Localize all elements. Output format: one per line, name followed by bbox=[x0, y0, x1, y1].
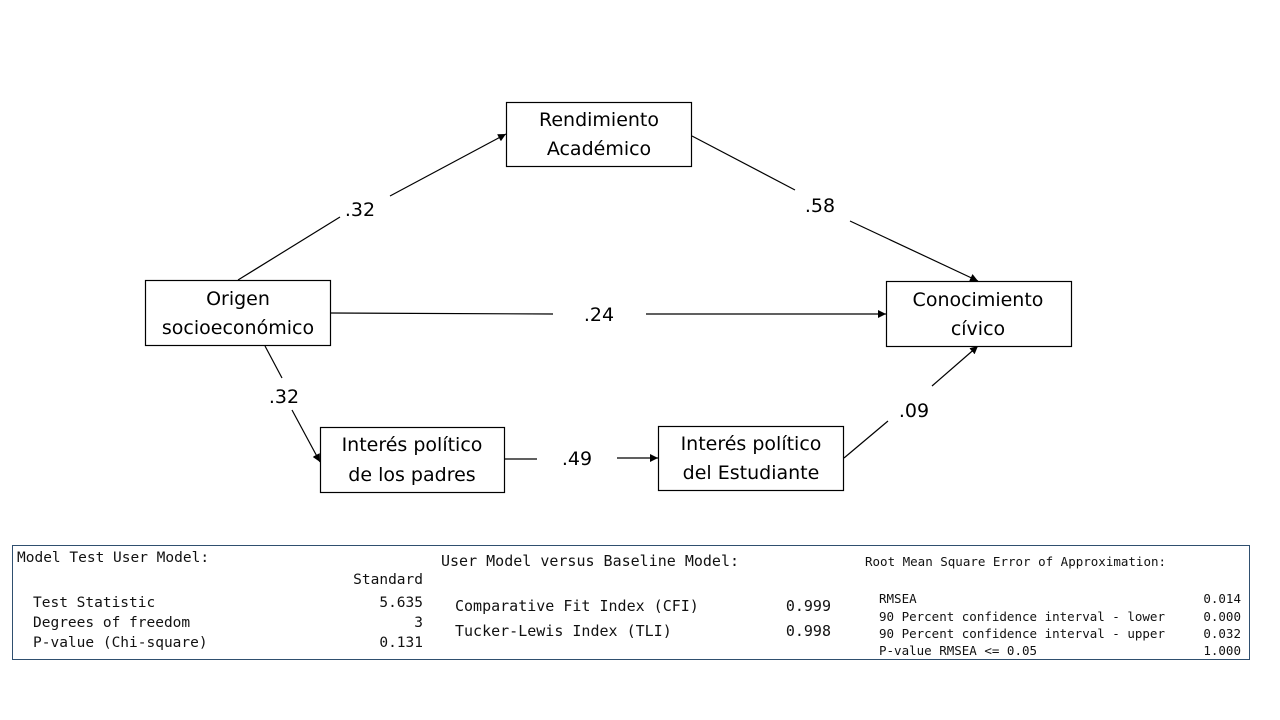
edge-label-rendimiento-conocimiento: .58 bbox=[805, 195, 835, 217]
row-label: Tucker-Lewis Index (TLI) bbox=[455, 622, 672, 640]
baseline-section: User Model versus Baseline Model: Compar… bbox=[441, 552, 831, 652]
row-value: 0.014 bbox=[1203, 591, 1241, 606]
baseline-title: User Model versus Baseline Model: bbox=[441, 552, 740, 570]
row-label: Comparative Fit Index (CFI) bbox=[455, 597, 699, 615]
row-label: 90 Percent confidence interval - upper bbox=[879, 626, 1165, 641]
edge-label-estudiante-conocimiento: .09 bbox=[899, 400, 929, 422]
edge-padres-estudiante: .49 bbox=[505, 448, 658, 470]
model-fit-output: Model Test User Model: Standard Test Sta… bbox=[12, 545, 1250, 660]
row-label: Degrees of freedom bbox=[33, 615, 191, 631]
row-label: 90 Percent confidence interval - lower bbox=[879, 609, 1165, 624]
node-origen-line-1: Origen bbox=[206, 288, 270, 310]
node-estudiante: Interés político del Estudiante bbox=[657, 425, 845, 492]
node-padres-line-1: Interés político bbox=[342, 434, 483, 456]
row-value: 0.999 bbox=[785, 597, 831, 615]
node-rendimiento-line-2: Académico bbox=[547, 138, 651, 160]
node-conocimiento-line-1: Conocimiento bbox=[913, 289, 1044, 311]
row-label: P-value (Chi-square) bbox=[33, 635, 208, 651]
row-label: P-value RMSEA <= 0.05 bbox=[879, 643, 1038, 658]
row-value: 0.998 bbox=[785, 622, 831, 640]
row-value: 3 bbox=[414, 615, 423, 631]
edge-label-origen-conocimiento: .24 bbox=[584, 304, 614, 326]
row-label: RMSEA bbox=[879, 591, 917, 606]
row-value: 0.032 bbox=[1203, 626, 1241, 641]
edge-label-origen-rendimiento: .32 bbox=[345, 199, 375, 221]
edge-origen-rendimiento: .32 bbox=[237, 133, 507, 281]
edge-origen-padres: .32 bbox=[264, 345, 321, 463]
row-value: 0.000 bbox=[1203, 609, 1241, 624]
node-origen-line-2: socioeconómico bbox=[162, 317, 314, 339]
row-value: 1.000 bbox=[1203, 643, 1241, 658]
edge-label-padres-estudiante: .49 bbox=[562, 448, 592, 470]
node-estudiante-line-1: Interés político bbox=[681, 433, 822, 455]
row-value: 5.635 bbox=[379, 595, 423, 611]
rmsea-section: Root Mean Square Error of Approximation:… bbox=[865, 554, 1241, 658]
edge-rendimiento-conocimiento: .58 bbox=[691, 135, 979, 282]
node-padres: Interés político de los padres bbox=[319, 426, 506, 494]
node-rendimiento: Rendimiento Académico bbox=[505, 101, 693, 168]
model-test-title: Model Test User Model: bbox=[17, 550, 210, 566]
node-origen: Origen socioeconómico bbox=[144, 279, 332, 347]
model-test-section: Model Test User Model: Standard Test Sta… bbox=[17, 550, 423, 658]
node-rendimiento-line-1: Rendimiento bbox=[539, 109, 659, 131]
row-value: 0.131 bbox=[379, 635, 423, 651]
path-diagram: .32 .58 .24 .32 .49 .09 Rendimiento Acad… bbox=[144, 101, 1073, 494]
edge-label-origen-padres: .32 bbox=[269, 386, 299, 408]
node-conocimiento: Conocimiento cívico bbox=[885, 280, 1073, 348]
node-estudiante-line-2: del Estudiante bbox=[683, 462, 820, 484]
model-test-column-header: Standard bbox=[353, 572, 423, 588]
node-padres-line-2: de los padres bbox=[348, 464, 475, 486]
row-label: Test Statistic bbox=[33, 595, 156, 611]
edge-estudiante-conocimiento: .09 bbox=[843, 345, 979, 459]
edge-origen-conocimiento: .24 bbox=[330, 304, 886, 326]
node-conocimiento-line-2: cívico bbox=[951, 318, 1005, 340]
rmsea-title: Root Mean Square Error of Approximation: bbox=[865, 554, 1167, 569]
